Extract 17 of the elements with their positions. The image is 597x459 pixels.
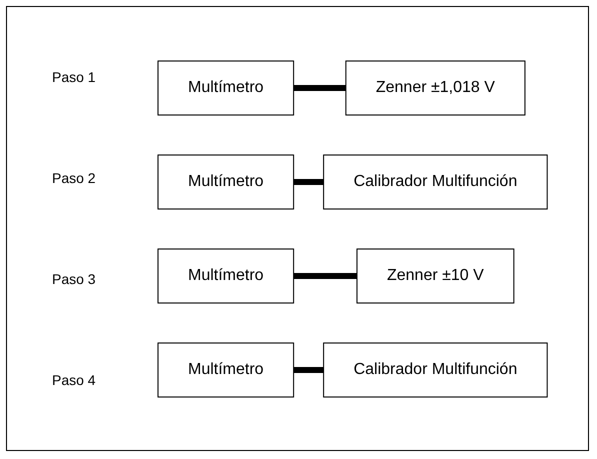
diagram-frame: Paso 1 Paso 2 Paso 3 Paso 4 Multímetro Zenner ±1,018 V Multímetro Calibrador Multifunción Multímetro Zenner ±10 V Multímetro Calibrador Multifunción	[6, 6, 589, 451]
connector	[292, 178, 324, 184]
node-box	[157, 342, 294, 397]
connector	[292, 272, 357, 278]
step-label: Paso 3	[51, 270, 97, 287]
connector	[292, 366, 324, 372]
node-box	[356, 248, 514, 303]
node-box	[322, 154, 548, 209]
node-box	[322, 342, 548, 397]
node-box	[157, 60, 294, 115]
step-label: Paso 2	[51, 170, 97, 186]
step-label: Paso 4	[51, 372, 97, 388]
connector	[292, 84, 346, 90]
step-label: Paso 1	[51, 69, 97, 86]
node-box	[345, 60, 526, 115]
node-box	[157, 154, 294, 209]
node-box	[157, 248, 294, 303]
